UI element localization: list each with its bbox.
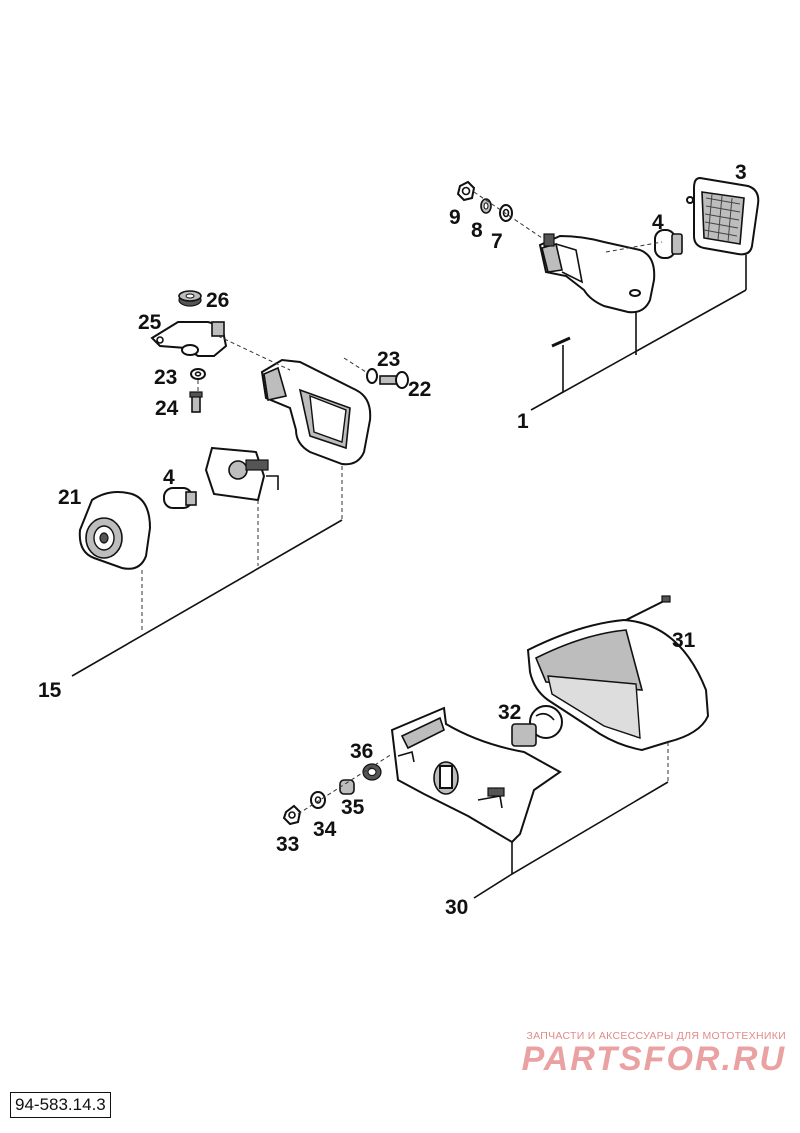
- label-part-3: 3: [735, 161, 747, 184]
- bulb-part-4-right: [654, 229, 683, 259]
- label-part-15: 15: [38, 679, 62, 702]
- label-part-4-right: 4: [652, 211, 664, 234]
- label-part-1: 1: [517, 410, 529, 433]
- label-part-24: 24: [155, 397, 179, 420]
- label-part-33: 33: [276, 833, 299, 856]
- lens-part-21: [78, 491, 152, 570]
- label-part-4-left: 4: [163, 466, 175, 489]
- nut-part-33: [282, 804, 302, 826]
- watermark-brand: PARTSFOR.RU: [521, 1040, 786, 1078]
- screw-tail-top: [621, 595, 671, 623]
- socket-part-left: [204, 446, 279, 502]
- washer-part-23-right: [366, 368, 378, 384]
- turn-signal-right-assembly: [456, 176, 760, 411]
- washer-part-23-left: [190, 368, 206, 380]
- bulb-part-32: [511, 705, 563, 747]
- label-part-25: 25: [138, 311, 162, 334]
- bracket-part-25: [150, 321, 228, 357]
- label-part-34: 34: [313, 818, 337, 841]
- tail-light-assembly: [282, 595, 710, 899]
- grommet-part-26: [178, 290, 202, 307]
- washer-part-34: [310, 791, 326, 809]
- label-part-21: 21: [58, 486, 82, 509]
- label-part-35: 35: [341, 796, 365, 819]
- label-part-23-left: 23: [154, 366, 177, 389]
- bulb-part-4-left: [163, 487, 197, 509]
- label-part-26: 26: [206, 289, 229, 312]
- nut-part-9: [456, 180, 476, 202]
- turn-signal-left-assembly: [71, 290, 409, 677]
- watermark: ЗАПЧАСТИ И АКСЕССУАРЫ ДЛЯ МОТОТЕХНИКИ PA…: [486, 1030, 786, 1079]
- lens-part-31: [526, 618, 710, 752]
- screw-part-22: [379, 371, 409, 389]
- label-part-7: 7: [491, 230, 503, 253]
- label-part-30: 30: [445, 896, 468, 919]
- label-part-23-right: 23: [377, 348, 400, 371]
- screw-small-right: [551, 336, 571, 348]
- tail-light-base: [390, 706, 562, 844]
- label-part-9: 9: [449, 206, 461, 229]
- spacer-part-35: [339, 779, 355, 795]
- drawing-number: 94-583.14.3: [10, 1092, 111, 1118]
- watermark-caption: ЗАПЧАСТИ И АКСЕССУАРЫ ДЛЯ МОТОТЕХНИКИ: [526, 1030, 786, 1042]
- label-part-32: 32: [498, 701, 521, 724]
- label-part-31: 31: [672, 629, 696, 652]
- housing-part-1: [538, 233, 656, 314]
- washer-part-8: [480, 198, 492, 214]
- label-part-22: 22: [408, 378, 431, 401]
- washer-part-7: [499, 204, 513, 222]
- housing-part-left: [260, 358, 372, 466]
- bolt-part-24: [189, 391, 203, 413]
- lens-part-3: [686, 176, 760, 256]
- label-part-36: 36: [350, 740, 373, 763]
- label-part-8: 8: [471, 219, 483, 242]
